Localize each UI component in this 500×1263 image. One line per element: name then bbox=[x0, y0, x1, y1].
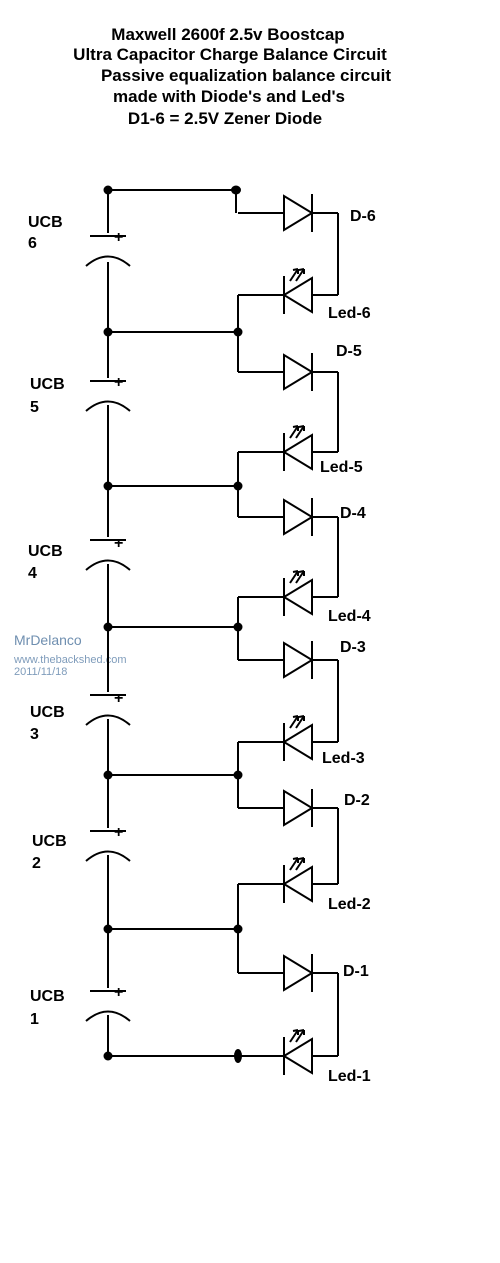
led-symbol bbox=[282, 578, 313, 616]
capacitor-plate-negative bbox=[85, 850, 131, 862]
diode-label: D-1 bbox=[343, 963, 369, 980]
watermark-name: MrDelanco bbox=[14, 632, 82, 648]
led-symbol bbox=[282, 723, 313, 761]
junction-dot bbox=[231, 185, 241, 195]
capacitor-label-name: UCB bbox=[30, 704, 65, 721]
junction-dot bbox=[103, 481, 113, 491]
led-emission-arrowheads bbox=[292, 1029, 305, 1035]
title-block: Maxwell 2600f 2.5v Boostcap Ultra Capaci… bbox=[73, 25, 391, 128]
led-emission-arrows bbox=[289, 425, 305, 439]
junction-dot bbox=[103, 924, 113, 934]
diode-led-stages bbox=[238, 194, 339, 1075]
capacitor-label-name: UCB bbox=[30, 988, 65, 1005]
led-symbol bbox=[282, 433, 313, 471]
led-label: Led-2 bbox=[328, 896, 371, 913]
zener-diode-symbol bbox=[283, 789, 314, 827]
junction-dot bbox=[103, 1051, 113, 1061]
diode-label: D-3 bbox=[340, 639, 366, 656]
title-line-5: D1-6 = 2.5V Zener Diode bbox=[128, 109, 322, 128]
led-label: Led-6 bbox=[328, 305, 371, 322]
led-label: Led-1 bbox=[328, 1068, 371, 1085]
diode-label: D-6 bbox=[350, 208, 376, 225]
junction-dot bbox=[103, 770, 113, 780]
led-emission-arrows bbox=[289, 715, 305, 729]
capacitor-ucb-2: + UCB 2 bbox=[32, 824, 131, 872]
capacitor-ucb-1: + UCB 1 bbox=[30, 984, 131, 1028]
title-line-4: made with Diode's and Led's bbox=[113, 87, 345, 106]
led-emission-arrows bbox=[289, 1029, 305, 1043]
capacitor-label-name: UCB bbox=[32, 833, 67, 850]
title-line-2: Ultra Capacitor Charge Balance Circuit bbox=[73, 45, 387, 64]
led-emission-arrows bbox=[289, 857, 305, 871]
junction-dots bbox=[103, 185, 243, 1063]
zener-diode-symbol bbox=[283, 194, 314, 232]
capacitor-polarity-plus: + bbox=[114, 229, 123, 246]
capacitor-ucb-4: + UCB 4 bbox=[28, 535, 131, 582]
led-emission-arrowheads bbox=[292, 268, 305, 274]
diode-label: D-4 bbox=[340, 505, 366, 522]
title-line-3: Passive equalization balance circuit bbox=[101, 66, 391, 85]
capacitor-polarity-plus: + bbox=[114, 374, 123, 391]
led-label: Led-4 bbox=[328, 608, 371, 625]
capacitor-plate-negative bbox=[85, 400, 131, 412]
led-emission-arrowheads bbox=[292, 425, 305, 431]
capacitor-label-number: 6 bbox=[28, 235, 37, 252]
led-symbol bbox=[282, 865, 313, 903]
diode-label: D-5 bbox=[336, 343, 362, 360]
led-emission-arrows bbox=[289, 570, 305, 584]
led-label: Led-5 bbox=[320, 459, 363, 476]
junction-dot bbox=[103, 622, 113, 632]
watermark: MrDelanco www.thebackshed.com 2011/11/18 bbox=[13, 632, 127, 678]
junction-dot bbox=[103, 327, 113, 337]
junction-dot bbox=[233, 481, 243, 491]
led-emission-arrowheads bbox=[292, 570, 305, 576]
capacitor-label-number: 4 bbox=[28, 565, 37, 582]
zener-diode-symbol bbox=[283, 954, 314, 992]
led-symbol bbox=[282, 276, 313, 314]
capacitor-plate-negative bbox=[85, 714, 131, 726]
led-label: Led-3 bbox=[322, 750, 365, 767]
junction-dot bbox=[233, 924, 243, 934]
junction-dot bbox=[234, 1049, 242, 1063]
capacitor-label-number: 2 bbox=[32, 855, 41, 872]
zener-diode-symbol bbox=[283, 498, 314, 536]
capacitor-plate-negative bbox=[85, 255, 131, 267]
led-emission-arrowheads bbox=[292, 857, 305, 863]
capacitor-label-number: 1 bbox=[30, 1011, 39, 1028]
capacitor-polarity-plus: + bbox=[114, 984, 123, 1001]
capacitor-ucb-5: + UCB 5 bbox=[30, 374, 131, 416]
zener-diode-symbol bbox=[283, 641, 314, 679]
watermark-site: www.thebackshed.com bbox=[13, 654, 127, 666]
capacitor-label-name: UCB bbox=[28, 543, 63, 560]
watermark-date: 2011/11/18 bbox=[14, 666, 67, 678]
title-line-1: Maxwell 2600f 2.5v Boostcap bbox=[111, 25, 344, 44]
capacitor-label-number: 3 bbox=[30, 726, 39, 743]
wiring bbox=[107, 189, 274, 1057]
junction-dot bbox=[103, 185, 113, 195]
led-emission-arrowheads bbox=[292, 715, 305, 721]
led-emission-arrows bbox=[289, 268, 305, 282]
capacitor-polarity-plus: + bbox=[114, 535, 123, 552]
zener-diode-symbol bbox=[283, 353, 314, 391]
capacitor-label-name: UCB bbox=[28, 214, 63, 231]
stage-labels: D-6 Led-6 D-5 Led-5 D-4 Led-4 D-3 Led-3 … bbox=[320, 208, 376, 1085]
junction-dot bbox=[233, 327, 243, 337]
capacitor-polarity-plus: + bbox=[114, 690, 123, 707]
junction-dot bbox=[233, 622, 243, 632]
capacitor-label-number: 5 bbox=[30, 399, 39, 416]
capacitor-ucb-6: + UCB 6 bbox=[28, 214, 131, 267]
led-symbol bbox=[282, 1037, 313, 1075]
capacitor-plate-negative bbox=[85, 1010, 131, 1022]
diode-label: D-2 bbox=[344, 792, 370, 809]
capacitor-label-name: UCB bbox=[30, 376, 65, 393]
junction-dot bbox=[233, 770, 243, 780]
capacitor-polarity-plus: + bbox=[114, 824, 123, 841]
capacitor-ucb-3: + UCB 3 bbox=[30, 690, 131, 743]
capacitor-plate-negative bbox=[85, 559, 131, 571]
